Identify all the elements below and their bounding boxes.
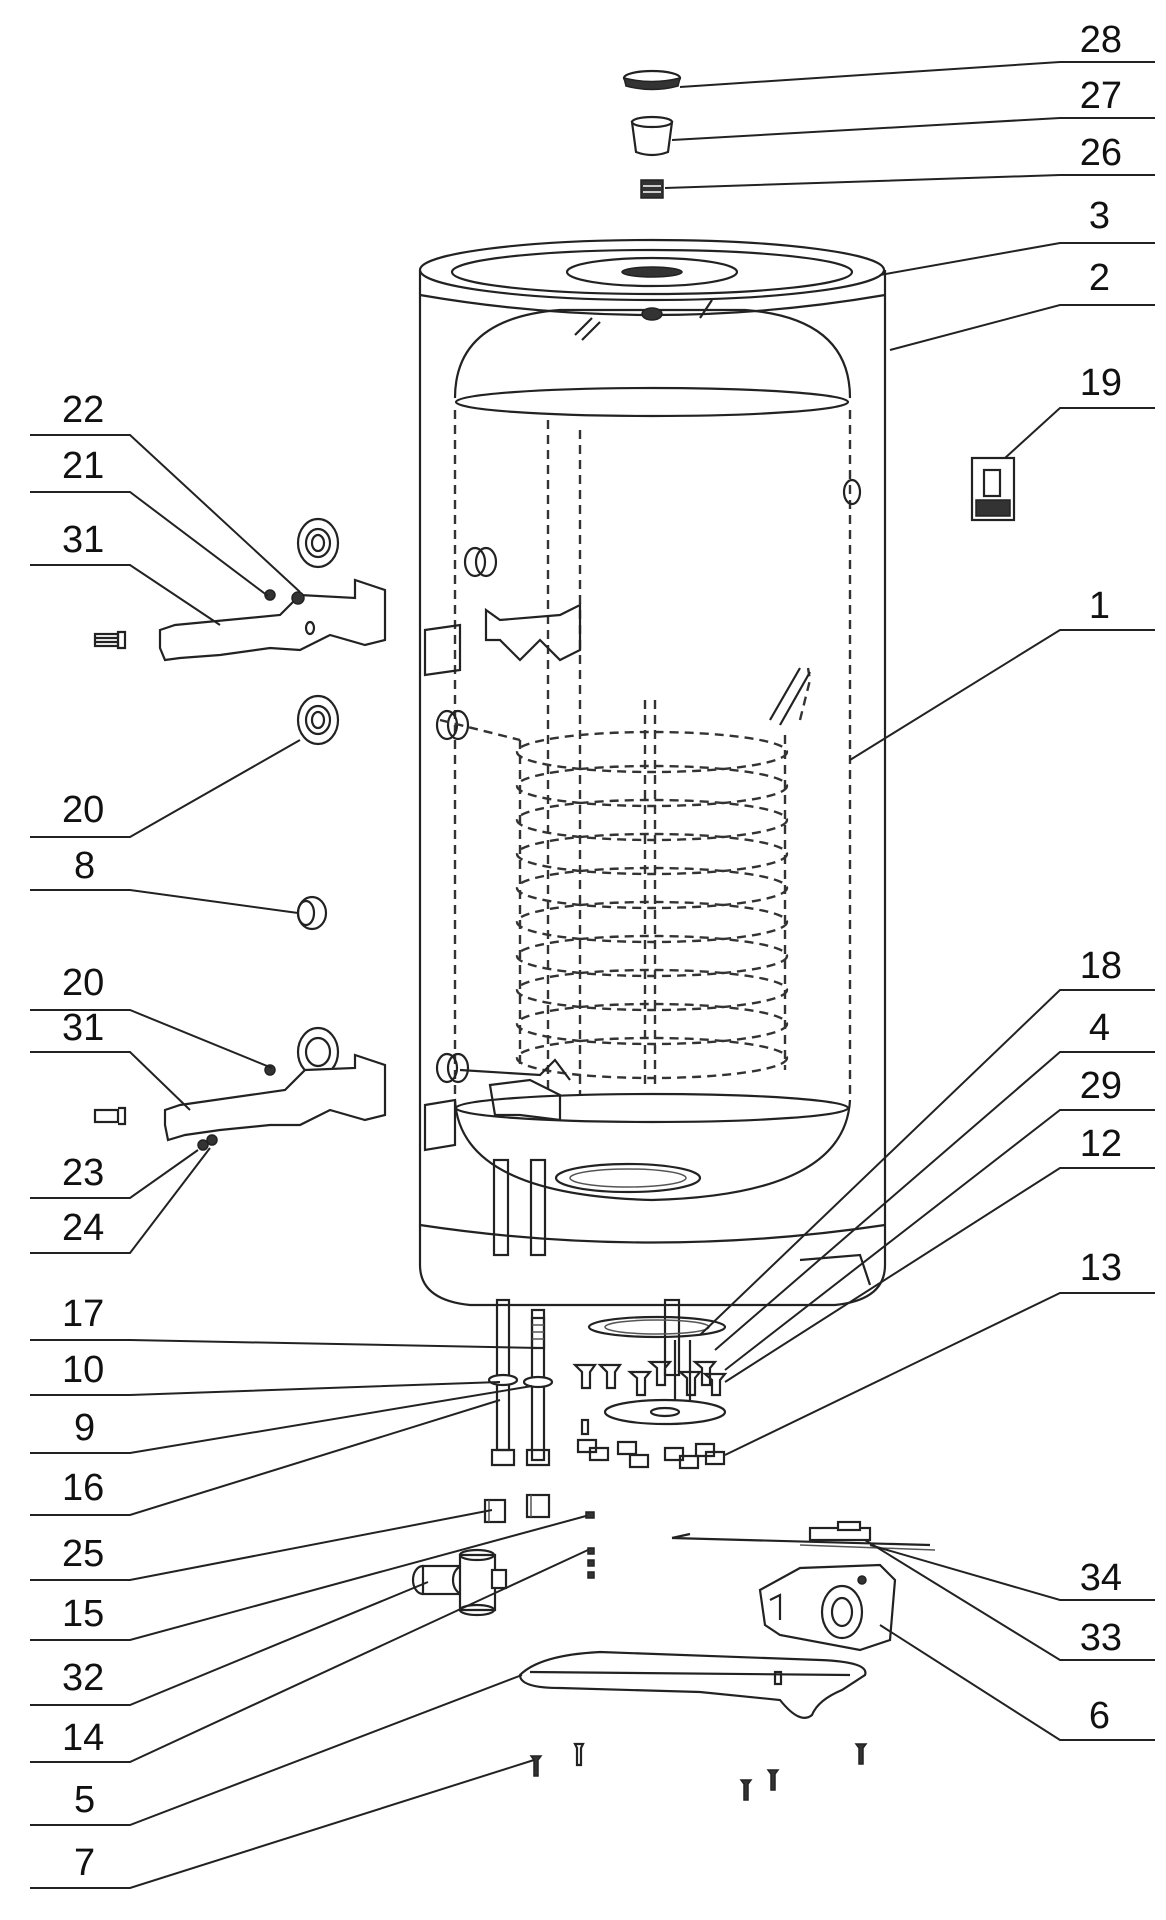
label-21: 21 [62, 445, 104, 487]
part-labels: 28 27 26 3 2 19 1 18 4 29 12 13 34 33 6 … [62, 19, 1122, 1884]
part-26-nut [640, 179, 664, 199]
part-15-14-small-parts [585, 1511, 595, 1579]
label-16: 16 [62, 1467, 104, 1509]
label-32: 32 [62, 1657, 104, 1699]
label-8: 8 [74, 845, 95, 887]
label-17: 17 [62, 1293, 104, 1335]
label-31-upper: 31 [62, 519, 104, 561]
label-4: 4 [1089, 1007, 1110, 1049]
part-6-thermostat [758, 1563, 897, 1652]
part-25-connectors [483, 1493, 551, 1524]
label-12: 12 [1080, 1123, 1122, 1165]
label-34: 34 [1080, 1557, 1122, 1599]
label-24: 24 [62, 1207, 104, 1249]
part-19-label-plate [970, 456, 1016, 522]
part-5-bottom-cover [518, 1650, 867, 1719]
label-3: 3 [1089, 195, 1110, 237]
label-18: 18 [1080, 945, 1122, 987]
part-17-18-29-4-flange [572, 1298, 728, 1470]
label-29: 29 [1080, 1065, 1122, 1107]
label-33: 33 [1080, 1617, 1122, 1659]
label-23: 23 [62, 1152, 104, 1194]
leader-lines [30, 61, 1155, 1889]
label-15: 15 [62, 1593, 104, 1635]
part-33-34-wire [671, 1520, 936, 1551]
label-13: 13 [1080, 1247, 1122, 1289]
part-28-cap [622, 69, 682, 91]
label-19: 19 [1080, 362, 1122, 404]
inner-tank [453, 299, 852, 1202]
label-28: 28 [1080, 19, 1122, 61]
label-31-lower: 31 [62, 1007, 104, 1049]
label-26: 26 [1080, 132, 1122, 174]
label-22: 22 [62, 389, 104, 431]
heat-exchanger-coil [439, 667, 812, 1090]
label-14: 14 [62, 1717, 104, 1759]
label-25: 25 [62, 1533, 104, 1575]
part-8-plug [296, 895, 328, 931]
label-20-upper: 20 [62, 789, 104, 831]
part-31-upper-bracket [93, 517, 387, 746]
part-7-screws [529, 1742, 868, 1801]
part-27-cover [630, 115, 674, 157]
label-6: 6 [1089, 1695, 1110, 1737]
label-2: 2 [1089, 257, 1110, 299]
label-10: 10 [62, 1349, 104, 1391]
label-7: 7 [74, 1842, 95, 1884]
label-20-lower: 20 [62, 962, 104, 1004]
label-1: 1 [1089, 585, 1110, 627]
part-31-lower-bracket [93, 1026, 387, 1151]
label-5: 5 [74, 1779, 95, 1821]
label-9: 9 [74, 1407, 95, 1449]
label-27: 27 [1080, 75, 1122, 117]
